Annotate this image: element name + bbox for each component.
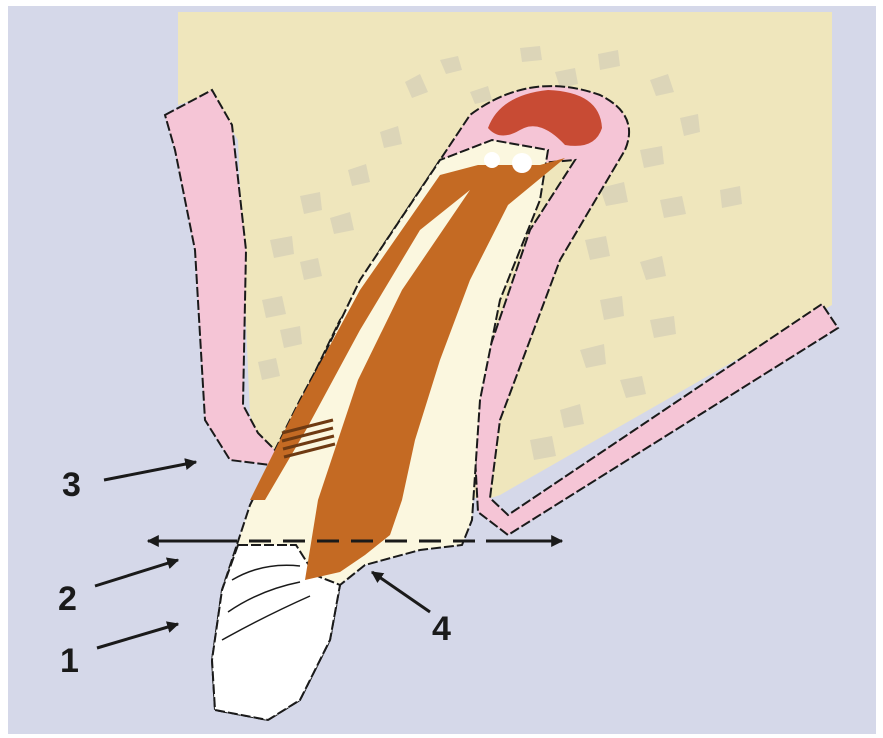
callout-4-label: 4 (432, 610, 451, 648)
apical-foramen-dot (512, 153, 532, 173)
callout-2-label: 2 (58, 580, 77, 618)
apical-foramen-dot (484, 152, 500, 168)
callout-3-label: 3 (62, 466, 81, 504)
callout-1-label: 1 (60, 642, 79, 680)
